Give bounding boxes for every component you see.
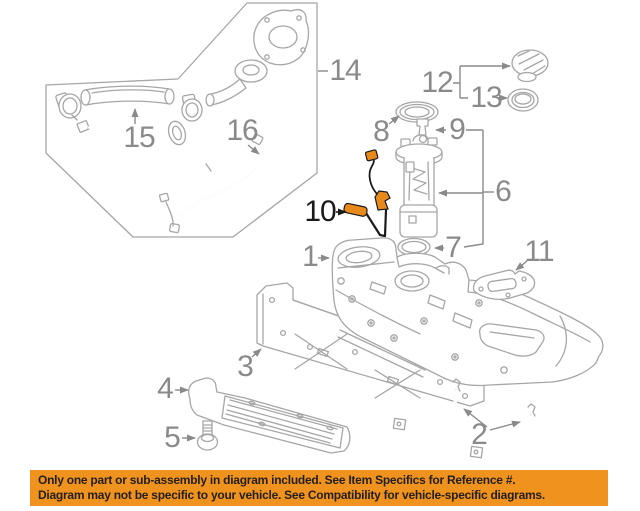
part-10-fuel-level-sensor-drawing (343, 149, 391, 238)
part-15-filler-hose-drawing (55, 85, 212, 180)
callout-13: 13 (470, 81, 502, 114)
inset-boundary (45, 2, 318, 238)
part-11-shield-drawing (472, 269, 536, 300)
notice-line-1: Only one part or sub-assembly in diagram… (38, 473, 516, 487)
callout-1: 1 (302, 240, 319, 273)
part-9-valve-drawing (416, 118, 429, 144)
notice-line-2: Diagram may not be specific to your vehi… (38, 488, 545, 502)
callout-7: 7 (445, 231, 462, 264)
callout-16: 16 (226, 114, 258, 147)
callout-5: 5 (164, 421, 181, 454)
part-2-tank-straps-drawing (392, 378, 536, 459)
part-16-wire-drawing (158, 133, 264, 234)
part-14-filler-pipe-drawing (205, 8, 310, 107)
part-5-bolt-drawing (196, 420, 219, 451)
callout-12: 12 (421, 66, 453, 99)
part-6-fuel-pump-module-drawing (395, 134, 443, 238)
callout-14: 14 (329, 54, 361, 87)
callout-6: 6 (495, 175, 512, 208)
part-7-seal-ring-drawing (397, 237, 431, 257)
callout-lines (131, 62, 528, 442)
callout-3: 3 (237, 350, 254, 383)
part-4-skid-plate-drawing (188, 377, 351, 454)
callout-9: 9 (449, 113, 466, 146)
callout-2: 2 (471, 418, 488, 451)
callout-11: 11 (524, 235, 554, 268)
callout-10-highlighted: 10 (304, 195, 336, 228)
part-13-cap-seal-drawing (507, 88, 539, 112)
callout-15: 15 (123, 121, 155, 154)
notice-banner: Only one part or sub-assembly in diagram… (30, 470, 608, 506)
callout-4: 4 (157, 372, 174, 405)
part-12-fuel-cap-drawing (511, 49, 549, 83)
callout-8: 8 (373, 115, 390, 148)
